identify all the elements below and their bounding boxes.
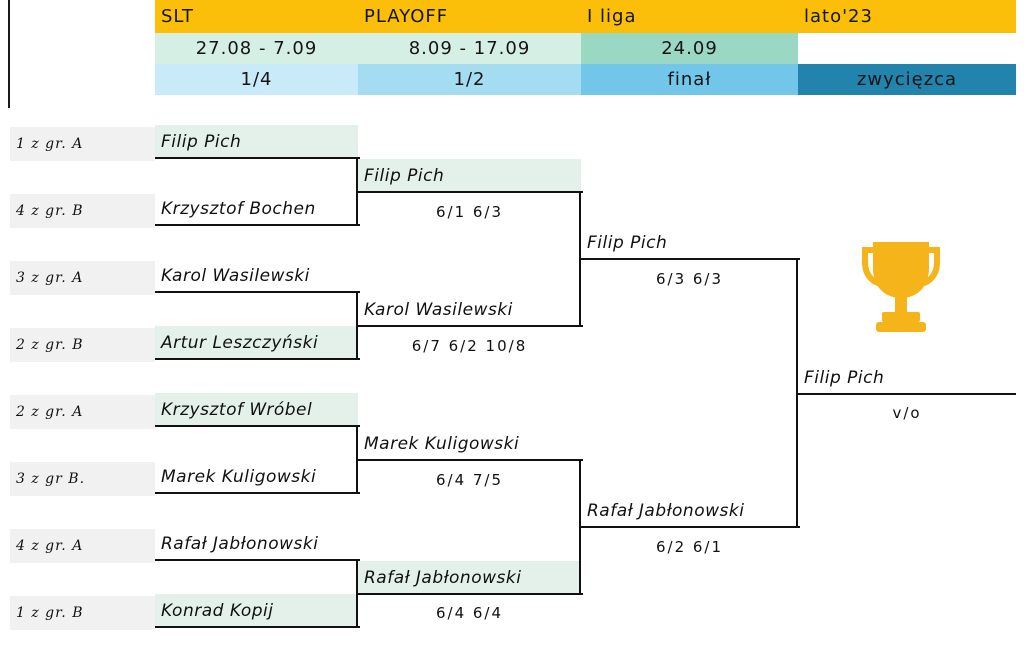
round-final: finał xyxy=(581,64,798,95)
date-winner xyxy=(798,33,1016,64)
match-score: 6/1 6/3 xyxy=(435,203,504,221)
date-final: 24.09 xyxy=(581,33,798,64)
header-playoff: PLAYOFF xyxy=(358,0,581,33)
quarterfinal-player: Rafał Jabłonowski xyxy=(161,533,319,554)
bracket-line xyxy=(155,224,360,226)
trophy-icon xyxy=(862,242,940,332)
match-score: 6/3 6/3 xyxy=(655,270,724,288)
seed-label: 2 z gr. B xyxy=(10,328,155,362)
round-winner: zwycięzca xyxy=(798,64,1016,95)
match-score: 6/4 6/4 xyxy=(435,604,504,622)
bracket-line xyxy=(581,258,800,260)
bracket-line xyxy=(796,258,798,528)
header-slt: SLT xyxy=(155,0,358,33)
bracket-line xyxy=(356,559,358,628)
final-player: Rafał Jabłonowski xyxy=(587,500,745,521)
bracket-line xyxy=(358,459,583,461)
bracket-line xyxy=(155,358,360,360)
seed-label: 1 z gr. B xyxy=(10,596,155,630)
bracket-line xyxy=(581,526,800,528)
seed-label: 2 z gr. A xyxy=(10,395,155,429)
seed-label: 4 z gr. A xyxy=(10,529,155,563)
bracket-line xyxy=(155,492,360,494)
quarterfinal-player: Karol Wasilewski xyxy=(161,265,310,286)
bracket-line xyxy=(798,393,1016,395)
match-score: 6/2 6/1 xyxy=(655,538,724,556)
bracket-line xyxy=(155,626,360,628)
left-border xyxy=(8,0,10,108)
match-score: 6/7 6/2 10/8 xyxy=(411,337,528,355)
semifinal-player: Karol Wasilewski xyxy=(364,299,513,320)
quarterfinal-player: Krzysztof Wróbel xyxy=(155,393,358,426)
bracket-line xyxy=(155,559,360,561)
quarterfinal-player: Konrad Kopij xyxy=(155,594,358,627)
date-semifinals: 8.09 - 17.09 xyxy=(358,33,581,64)
header-season: lato'23 xyxy=(798,0,1016,33)
seed-label: 3 z gr. A xyxy=(10,261,155,295)
bracket-line xyxy=(155,157,360,159)
bracket-line xyxy=(579,459,581,595)
bracket-line xyxy=(356,425,358,494)
final-player: Filip Pich xyxy=(587,232,668,253)
bracket-line xyxy=(155,425,360,427)
seed-label: 4 z gr. B xyxy=(10,194,155,228)
bracket-line xyxy=(579,191,581,327)
bracket-line xyxy=(155,291,360,293)
champion-player: Filip Pich xyxy=(804,367,885,388)
round-quarterfinals: 1/4 xyxy=(155,64,358,95)
bracket-line xyxy=(358,191,583,193)
round-semifinals: 1/2 xyxy=(358,64,581,95)
semifinal-player: Rafał Jabłonowski xyxy=(358,561,581,594)
quarterfinal-player: Artur Leszczyński xyxy=(155,326,358,359)
quarterfinal-player: Krzysztof Bochen xyxy=(161,198,316,219)
bracket-line xyxy=(356,157,358,226)
bracket-line xyxy=(358,593,583,595)
header-league: I liga xyxy=(581,0,798,33)
bracket-line xyxy=(356,291,358,360)
quarterfinal-player: Marek Kuligowski xyxy=(161,466,317,487)
match-score: v/o xyxy=(892,404,922,422)
date-quarterfinals: 27.08 - 7.09 xyxy=(155,33,358,64)
seed-label: 3 z gr B. xyxy=(10,462,155,496)
semifinal-player: Filip Pich xyxy=(358,159,581,192)
quarterfinal-player: Filip Pich xyxy=(155,125,358,158)
bracket-line xyxy=(358,325,583,327)
semifinal-player: Marek Kuligowski xyxy=(364,433,520,454)
match-score: 6/4 7/5 xyxy=(435,471,504,489)
seed-label: 1 z gr. A xyxy=(10,127,155,161)
